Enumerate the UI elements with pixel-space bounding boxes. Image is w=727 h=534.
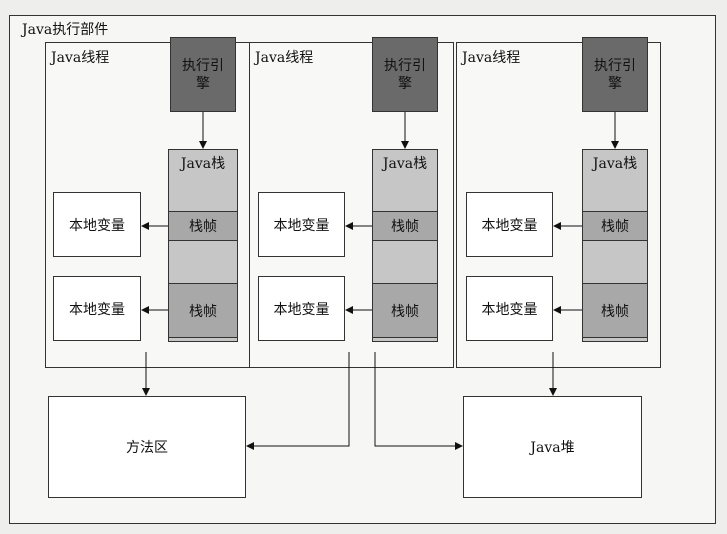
thread-title: Java线程 bbox=[51, 50, 110, 66]
stack-frame-3b: 栈帧 bbox=[582, 283, 648, 338]
local-variables-1a: 本地变量 bbox=[53, 192, 141, 257]
local-variables-3b: 本地变量 bbox=[466, 276, 553, 341]
stack-frame-1b: 栈帧 bbox=[168, 283, 238, 338]
java-heap: Java堆 bbox=[463, 396, 642, 498]
local-variables-3a: 本地变量 bbox=[466, 192, 553, 257]
local-variables-2a: 本地变量 bbox=[258, 192, 345, 257]
java-stack-label-3: Java栈 bbox=[582, 149, 648, 175]
stack-frame-2a: 栈帧 bbox=[372, 211, 438, 241]
execution-engine-2: 执行引擎 bbox=[372, 37, 438, 112]
java-stack-label-1: Java栈 bbox=[168, 149, 238, 175]
java-stack-label-2: Java栈 bbox=[372, 149, 438, 175]
local-variables-2b: 本地变量 bbox=[258, 276, 345, 341]
stack-frame-2b: 栈帧 bbox=[372, 283, 438, 338]
stack-frame-1a: 栈帧 bbox=[168, 211, 238, 241]
thread-title: Java线程 bbox=[255, 50, 314, 66]
execution-engine-1: 执行引擎 bbox=[170, 37, 236, 112]
thread-title: Java线程 bbox=[462, 50, 521, 66]
frame-title: Java执行部件 bbox=[22, 22, 109, 38]
local-variables-1b: 本地变量 bbox=[53, 276, 141, 341]
method-area: 方法区 bbox=[48, 396, 246, 498]
stack-frame-3a: 栈帧 bbox=[582, 211, 648, 241]
execution-engine-3: 执行引擎 bbox=[582, 37, 648, 112]
